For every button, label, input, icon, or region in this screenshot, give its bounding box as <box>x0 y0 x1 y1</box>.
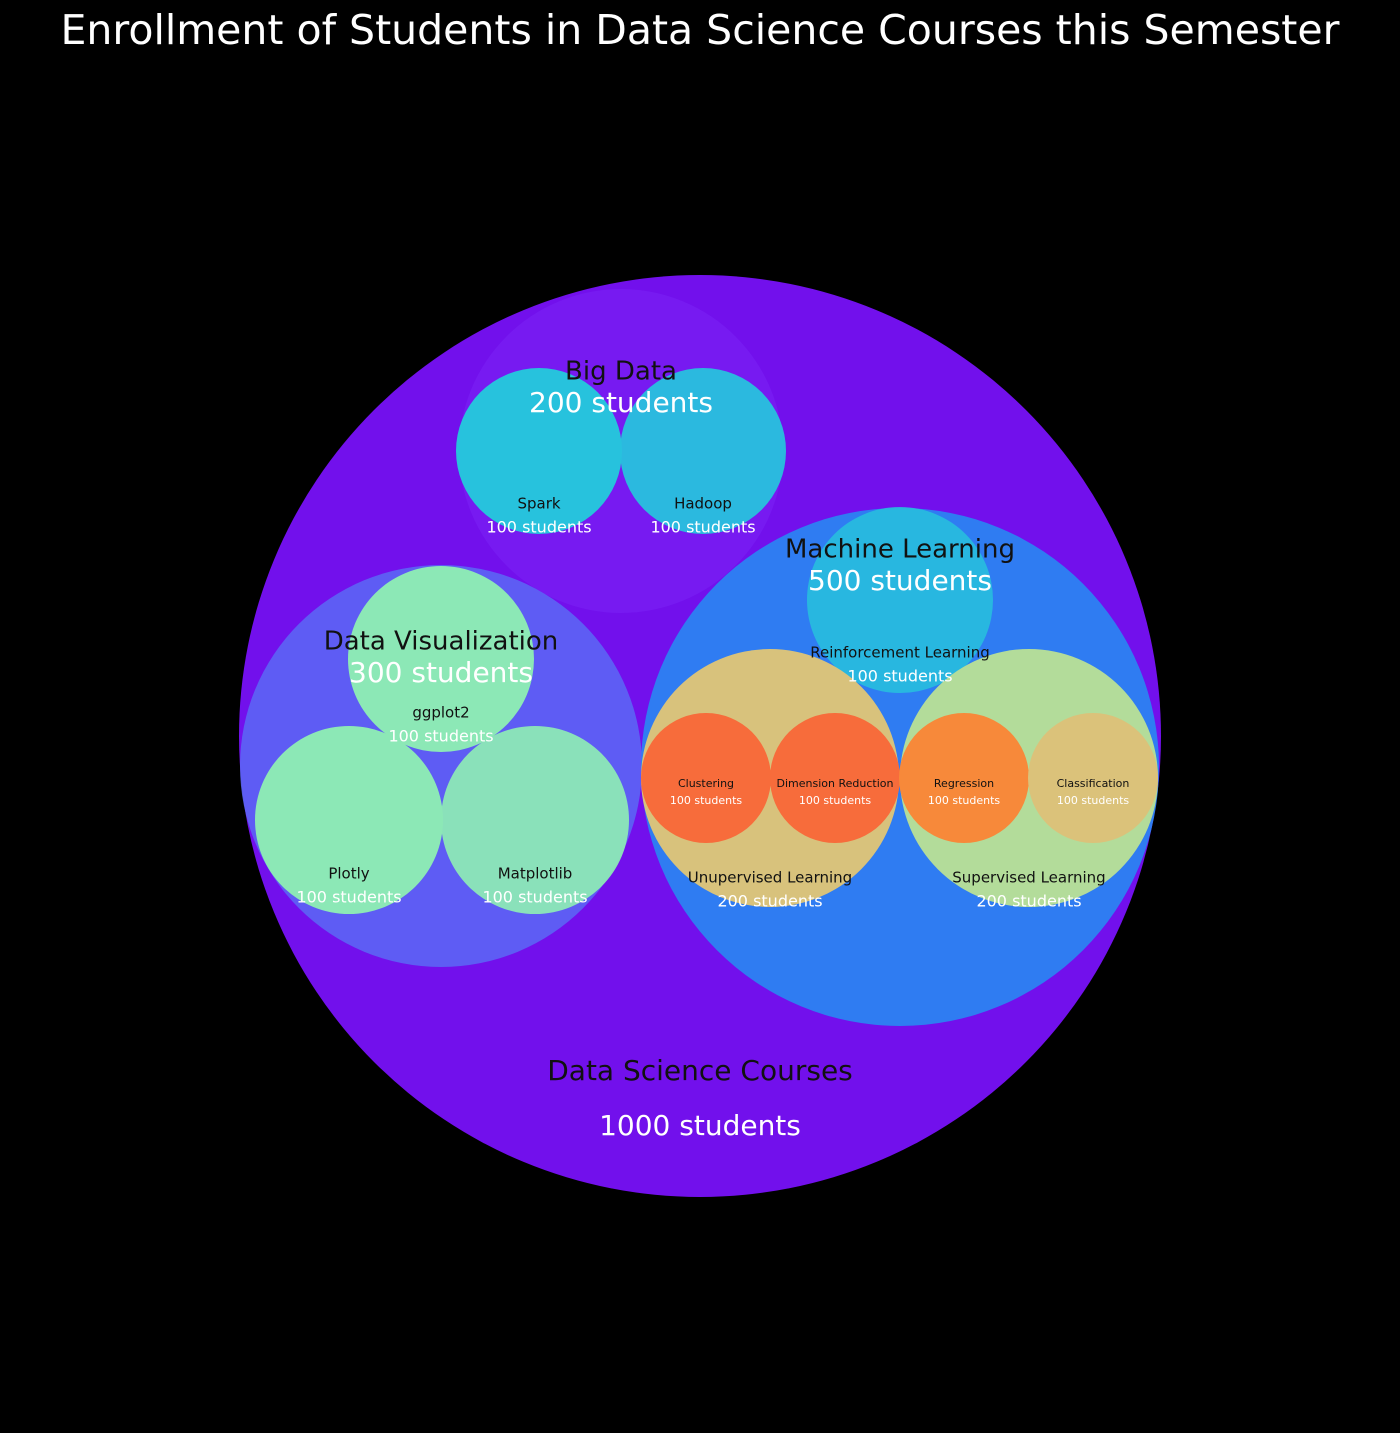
label-name-regression: Regression <box>934 777 994 790</box>
label-value-plotly: 100 students <box>296 888 401 907</box>
bubble-hadoop <box>620 368 786 534</box>
bubble-spark <box>456 368 622 534</box>
chart-title: Enrollment of Students in Data Science C… <box>60 6 1340 54</box>
label-value-big-data: 200 students <box>529 386 713 419</box>
label-value-reinforcement-learning: 100 students <box>847 667 952 686</box>
label-name-data-visualization: Data Visualization <box>324 627 559 657</box>
label-name-hadoop: Hadoop <box>674 495 732 513</box>
bubble-clustering <box>641 713 771 843</box>
label-value-classification: 100 students <box>1057 794 1130 807</box>
bubble-reinforcement-learning <box>807 507 993 693</box>
label-value-matplotlib: 100 students <box>482 888 587 907</box>
label-name-dimension-reduction: Dimension Reduction <box>777 777 894 790</box>
label-name-classification: Classification <box>1057 777 1130 790</box>
label-value-regression: 100 students <box>928 794 1001 807</box>
label-value-machine-learning: 500 students <box>808 564 992 597</box>
label-value-hadoop: 100 students <box>650 518 755 537</box>
label-value-supervised-learning: 200 students <box>976 892 1081 911</box>
label-name-plotly: Plotly <box>328 865 369 883</box>
label-name-data-science-courses: Data Science Courses <box>547 1054 853 1087</box>
label-value-data-science-courses: 1000 students <box>599 1109 801 1142</box>
bubble-plotly <box>255 726 443 914</box>
bubble-regression <box>899 713 1029 843</box>
label-value-data-visualization: 300 students <box>349 656 533 689</box>
label-name-spark: Spark <box>517 495 560 513</box>
label-name-reinforcement-learning: Reinforcement Learning <box>810 644 990 662</box>
label-name-ggplot2: ggplot2 <box>412 704 469 722</box>
label-value-clustering: 100 students <box>670 794 743 807</box>
label-name-unupervised-learning: Unupervised Learning <box>688 869 852 887</box>
label-name-clustering: Clustering <box>678 777 734 790</box>
label-name-matplotlib: Matplotlib <box>498 865 573 883</box>
bubble-dimension-reduction <box>770 713 900 843</box>
bubble-classification <box>1028 713 1158 843</box>
bubble-ggplot2 <box>348 566 534 752</box>
label-value-dimension-reduction: 100 students <box>799 794 872 807</box>
label-name-big-data: Big Data <box>565 357 677 387</box>
bubble-matplotlib <box>441 726 629 914</box>
label-value-ggplot2: 100 students <box>388 727 493 746</box>
label-value-spark: 100 students <box>486 518 591 537</box>
label-name-machine-learning: Machine Learning <box>785 535 1015 565</box>
label-value-unupervised-learning: 200 students <box>717 892 822 911</box>
label-name-supervised-learning: Supervised Learning <box>952 869 1105 887</box>
